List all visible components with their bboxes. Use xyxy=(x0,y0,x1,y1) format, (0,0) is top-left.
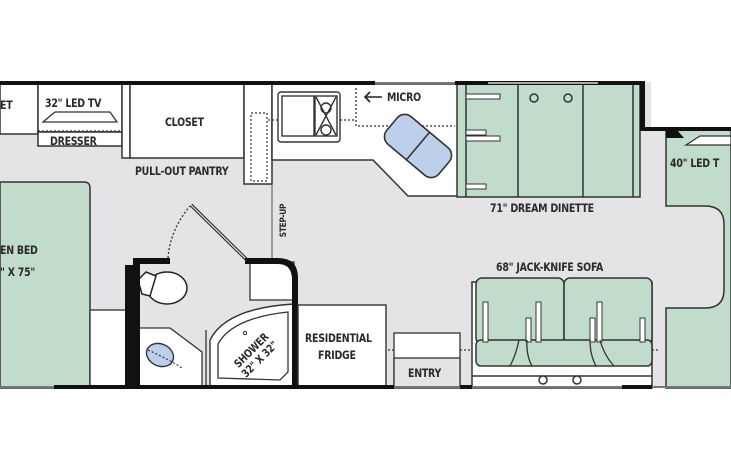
seatbelt-icon xyxy=(482,301,646,343)
sofa-label: 68" JACK-KNIFE SOFA xyxy=(496,260,604,274)
pantry-label: PULL-OUT PANTRY xyxy=(135,164,229,178)
closet-label: CLOSET xyxy=(165,115,204,129)
bed xyxy=(0,181,91,389)
arrow-left-icon xyxy=(363,91,382,103)
dresser-label: DRESSER xyxy=(50,134,97,148)
tv-bedroom-icon xyxy=(41,111,119,123)
closet-left-label: ET xyxy=(0,98,13,112)
bathroom xyxy=(125,203,298,389)
micro-label: MICRO xyxy=(387,90,421,104)
fridge-label: RESIDENTIAL xyxy=(305,331,372,345)
residential-fridge xyxy=(297,304,387,389)
entry-label: ENTRY xyxy=(408,366,442,380)
fridge-label-2: FRIDGE xyxy=(318,348,356,362)
cab-seating xyxy=(665,129,731,389)
stove-burner-icon xyxy=(315,96,337,136)
bed-label: EN BED xyxy=(0,243,38,257)
jack-knife-sofa xyxy=(471,277,653,389)
tv-cab-icon xyxy=(683,135,731,146)
tv-cab-label: 40" LED T xyxy=(670,156,720,170)
bathroom-vanity-cabinet xyxy=(89,309,129,389)
step-up-label: STEP-UP xyxy=(278,203,289,238)
kitchen-counter xyxy=(277,91,341,143)
seatbelt-icon xyxy=(465,93,501,190)
tv-bedroom-label: 32" LED TV xyxy=(45,96,102,110)
dinette-label: 71" DREAM DINETTE xyxy=(490,201,594,215)
pantry-pullout xyxy=(250,112,268,182)
toilet-icon xyxy=(137,271,188,305)
exterior-walls xyxy=(0,81,731,389)
bed-size-label: " X 75" xyxy=(0,265,36,279)
entry-step xyxy=(393,332,461,389)
sink-icon xyxy=(145,342,175,368)
swivel-seat xyxy=(383,113,453,179)
